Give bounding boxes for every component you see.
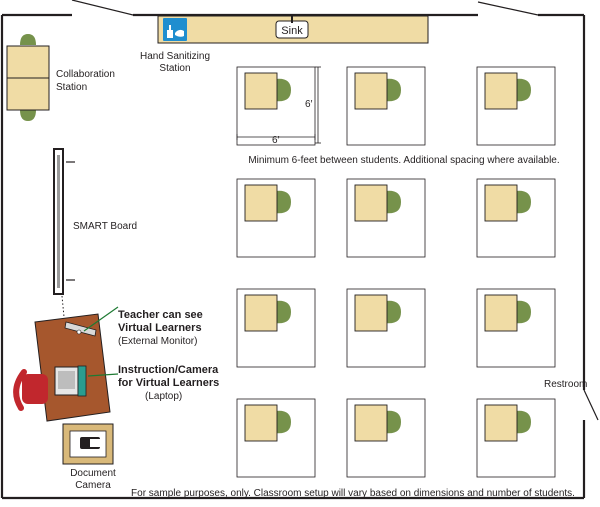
monitor-leader-line (83, 306, 119, 332)
sink: Sink (275, 16, 309, 39)
dimension-horizontal-label: 6′ (272, 135, 280, 146)
student-station (346, 178, 426, 258)
student-desk (484, 404, 518, 442)
document-camera-label-1: Document (70, 468, 116, 479)
student-chair (515, 190, 531, 214)
student-station (476, 398, 556, 478)
hand-sanitizing-label-1: Hand Sanitizing (140, 51, 210, 62)
student-station (346, 398, 426, 478)
teacher-see-label-3: (External Monitor) (118, 336, 197, 347)
hand-sanitizing-label-2: Station (159, 63, 190, 74)
east-door (477, 1, 539, 16)
restroom-door (583, 389, 599, 421)
document-camera-label-2: Camera (75, 480, 111, 491)
smart-board (53, 148, 75, 295)
teacher-chair (13, 369, 48, 411)
student-station (346, 66, 426, 146)
student-desk (244, 404, 278, 442)
student-desk (354, 72, 388, 110)
laptop-icon (54, 365, 87, 397)
student-station (236, 398, 316, 478)
student-desk (354, 404, 388, 442)
student-station (236, 178, 316, 258)
student-desk (354, 294, 388, 332)
student-chair (385, 78, 401, 102)
student-station (236, 288, 316, 368)
document-camera-icon (62, 423, 114, 465)
student-chair (515, 410, 531, 434)
spacing-note: Minimum 6-feet between students. Additio… (248, 155, 559, 166)
student-desk (354, 184, 388, 222)
west-door (71, 0, 134, 16)
student-desk (244, 294, 278, 332)
dimension-vertical-label: 6′ (305, 99, 313, 110)
student-chair (275, 190, 291, 214)
instruction-label-1: Instruction/Camera (118, 364, 219, 376)
sink-label: Sink (281, 25, 303, 37)
teacher-see-label-1: Teacher can see (118, 309, 203, 321)
restroom-label: Restroom (544, 379, 587, 390)
room-walls (0, 13, 586, 500)
teacher-see-label-2: Virtual Learners (118, 322, 202, 334)
instruction-label-3: (Laptop) (145, 391, 182, 402)
student-desk (244, 184, 278, 222)
student-desk-grid (236, 66, 556, 478)
student-chair (515, 300, 531, 324)
student-desk (484, 294, 518, 332)
student-desk (484, 184, 518, 222)
student-desk (244, 72, 278, 110)
student-station (476, 178, 556, 258)
student-chair (385, 410, 401, 434)
student-station (346, 288, 426, 368)
student-chair (275, 78, 291, 102)
collaboration-station (6, 34, 50, 121)
student-station (476, 288, 556, 368)
instruction-label-2: for Virtual Learners (118, 377, 219, 389)
laptop-leader-line (87, 373, 119, 377)
student-chair (275, 410, 291, 434)
collaboration-label-1: Collaboration (56, 69, 115, 80)
student-chair (385, 190, 401, 214)
collaboration-label-2: Station (56, 82, 87, 93)
student-desk (484, 72, 518, 110)
student-station (476, 66, 556, 146)
student-station (236, 66, 316, 146)
student-chair (515, 78, 531, 102)
monitor-icon (64, 321, 97, 337)
student-chair (385, 300, 401, 324)
smart-board-label: SMART Board (73, 221, 137, 232)
hand-sanitizer-icon (163, 18, 187, 41)
student-chair (275, 300, 291, 324)
footer-note: For sample purposes, only. Classroom set… (131, 488, 575, 499)
spacing-dimensions (236, 66, 321, 144)
